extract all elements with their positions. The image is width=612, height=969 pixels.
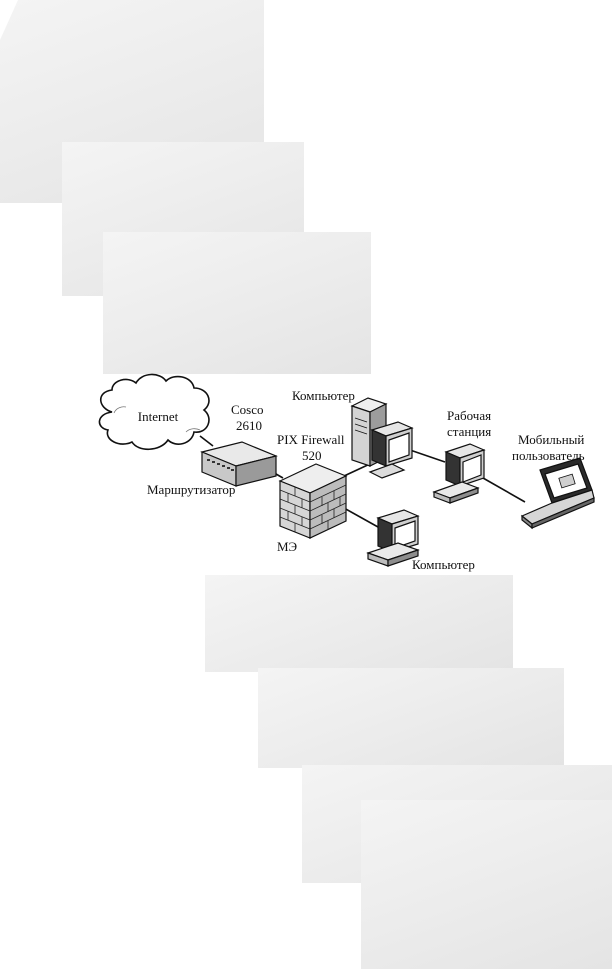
server-computer-icon	[350, 397, 414, 479]
edge-internet-router	[199, 435, 214, 447]
computer2-caption: Компьютер	[412, 557, 475, 572]
bg-block-3	[103, 232, 371, 374]
laptop-caption-line2: пользователь	[512, 448, 585, 463]
edge-workstation-laptop	[482, 477, 526, 503]
workstation-icon	[432, 443, 486, 504]
bg-white-wedge	[0, 0, 18, 40]
firewall-caption: МЭ	[277, 539, 298, 554]
firewall-model-line2: 520	[302, 448, 322, 463]
router-model-line2: 2610	[236, 418, 262, 433]
router-icon	[200, 441, 278, 487]
bg-block-5	[258, 668, 564, 768]
bg-block-4	[205, 575, 513, 672]
firewall-brick-icon	[278, 463, 348, 539]
edge-firewall-computer2	[343, 507, 379, 528]
server-caption: Компьютер	[292, 388, 355, 403]
laptop-caption-line1: Мобильный	[518, 432, 584, 447]
internet-label: Internet	[138, 409, 179, 424]
router-model-line1: Cosco	[231, 402, 264, 417]
firewall-model-line1: PIX Firewall	[277, 432, 345, 447]
computer2-icon	[366, 509, 420, 567]
workstation-caption-line1: Рабочая	[447, 408, 491, 423]
workstation-caption-line2: станция	[447, 424, 491, 439]
bg-block-7	[361, 800, 612, 969]
internet-cloud-icon	[98, 373, 210, 451]
edge-server-workstation	[409, 449, 446, 463]
laptop-icon	[520, 457, 595, 530]
router-caption: Маршрутизатор	[147, 482, 235, 497]
